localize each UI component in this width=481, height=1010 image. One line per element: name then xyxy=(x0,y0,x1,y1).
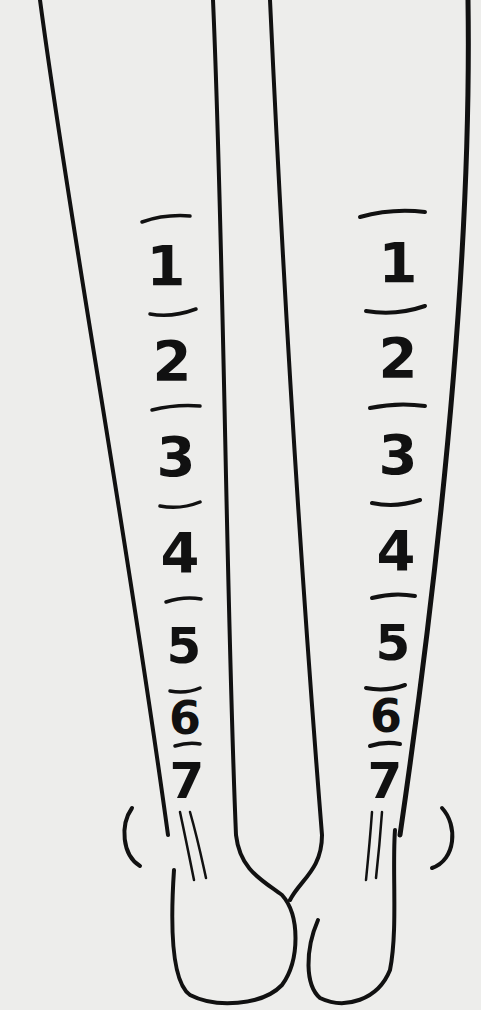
zone-number: 1 xyxy=(147,238,186,294)
zone-number: 1 xyxy=(379,235,418,291)
zone-divider xyxy=(366,306,425,313)
zone-divider xyxy=(366,685,405,689)
zone-divider xyxy=(166,598,201,602)
zone-divider xyxy=(372,500,420,505)
zone-divider xyxy=(370,404,425,408)
zone-divider xyxy=(372,594,415,598)
zone-divider xyxy=(150,309,196,315)
zone-divider xyxy=(360,211,425,217)
zone-number: 2 xyxy=(379,330,418,386)
zone-divider xyxy=(370,743,400,746)
tendon-line xyxy=(376,812,382,878)
zone-number: 2 xyxy=(153,333,192,389)
zone-number: 3 xyxy=(157,429,196,485)
zone-number: 3 xyxy=(379,427,418,483)
zone-divider xyxy=(160,502,200,507)
ankle-line xyxy=(432,808,452,868)
leg-outline xyxy=(270,0,322,900)
tendon-line xyxy=(190,812,206,878)
leg-outline xyxy=(308,830,395,1003)
zone-divider xyxy=(152,406,200,411)
zone-divider xyxy=(175,743,200,746)
leg-outline xyxy=(400,0,468,835)
zone-number: 4 xyxy=(377,523,416,579)
ankle-line xyxy=(124,808,140,866)
zone-number: 6 xyxy=(169,695,201,741)
zone-divider xyxy=(142,216,190,222)
zone-number: 7 xyxy=(170,756,205,806)
zone-number: 4 xyxy=(161,525,200,581)
zone-number: 5 xyxy=(167,621,202,671)
zone-number: 7 xyxy=(368,756,403,806)
zone-number: 5 xyxy=(376,618,411,668)
zone-divider xyxy=(170,688,200,692)
zone-number: 6 xyxy=(370,693,402,739)
tendon-line xyxy=(366,812,372,880)
leg-outline xyxy=(40,0,168,835)
